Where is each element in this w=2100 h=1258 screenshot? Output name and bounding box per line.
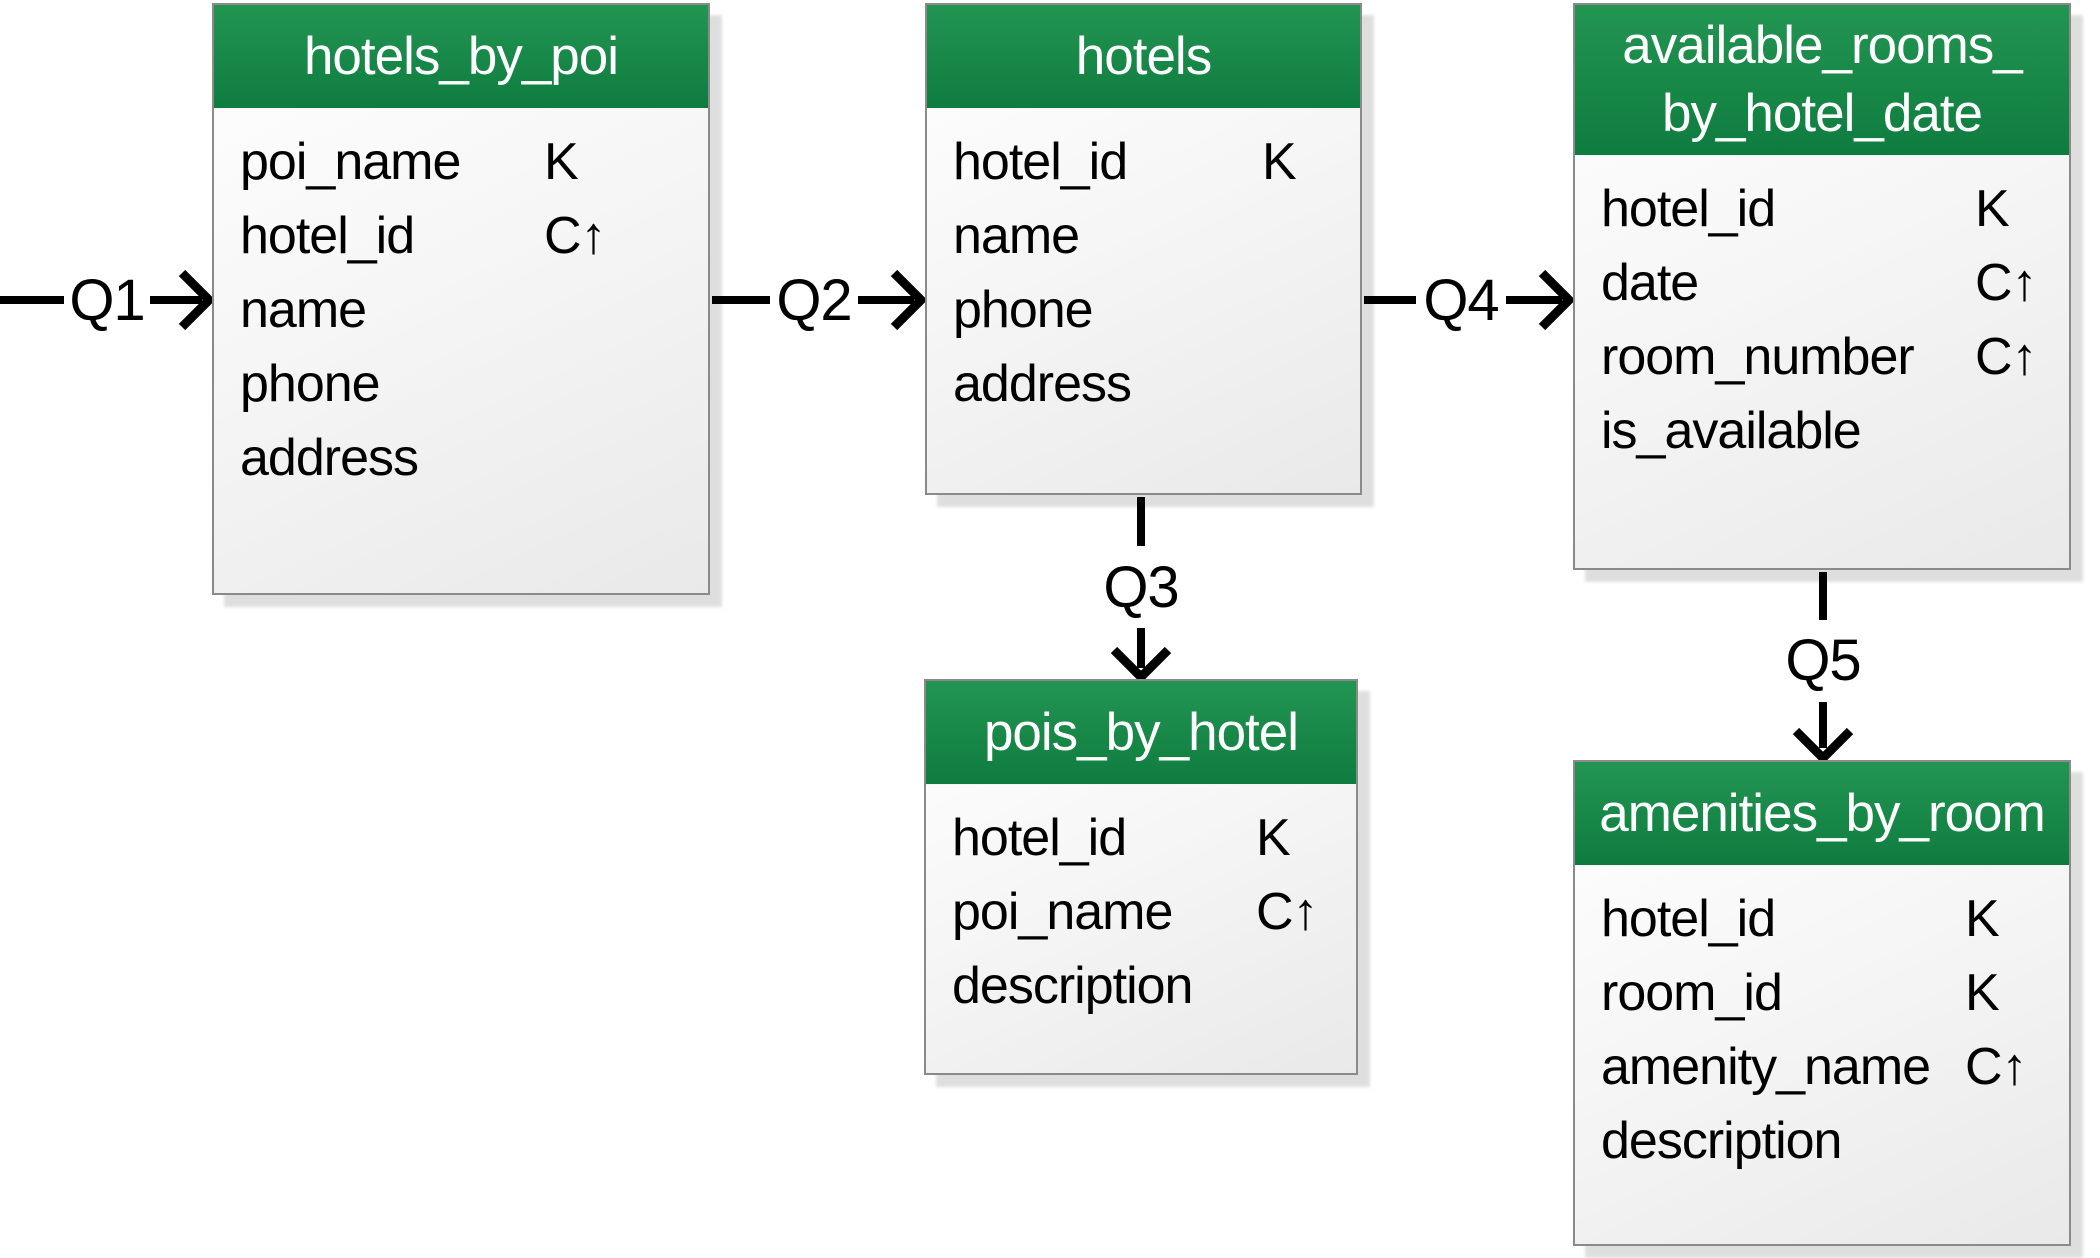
- field-name: name: [953, 207, 1080, 265]
- field-name: poi_name: [240, 133, 461, 191]
- field-name: description: [1601, 1112, 1842, 1170]
- field-key-indicator: C↑: [1965, 1038, 2028, 1096]
- field-row: hotel_id K: [926, 801, 1356, 875]
- field-row: hotel_id K: [1575, 882, 2069, 956]
- field-name: hotel_id: [1601, 180, 1776, 238]
- field-name: hotel_id: [953, 133, 1128, 191]
- field-row: address: [214, 421, 708, 495]
- query-q3-label: Q3: [1103, 555, 1178, 620]
- field-row: name: [927, 199, 1360, 273]
- field-name: hotel_id: [240, 207, 415, 265]
- field-name: address: [240, 429, 419, 487]
- field-name: hotel_id: [1601, 890, 1776, 948]
- field-row: room_number C↑: [1575, 320, 2069, 394]
- field-key-indicator: C↑: [1256, 883, 1319, 941]
- query-q2-label: Q2: [776, 268, 851, 333]
- field-name: hotel_id: [952, 809, 1127, 867]
- arrowhead-right-icon: [1538, 269, 1576, 331]
- query-q2-arrow: Q2: [712, 268, 928, 333]
- field-row: hotel_id K: [1575, 172, 2069, 246]
- field-name: name: [240, 281, 367, 339]
- query-q5-label: Q5: [1785, 628, 1860, 693]
- field-key-indicator: K: [1975, 180, 2010, 238]
- field-row: description: [1575, 1104, 2069, 1178]
- field-name: amenity_name: [1601, 1038, 1931, 1096]
- field-row: phone: [927, 273, 1360, 347]
- query-q5-arrow: Q5: [1785, 572, 1862, 765]
- query-q1-arrow: Q1: [0, 268, 216, 333]
- field-key-indicator: C↑: [1975, 328, 2038, 386]
- table-pois-by-hotel-header: pois_by_hotel: [926, 681, 1356, 785]
- field-row: poi_name C↑: [926, 875, 1356, 949]
- field-key-indicator: K: [1256, 809, 1291, 867]
- arrowhead-right-icon: [178, 269, 216, 331]
- field-key-indicator: K: [544, 133, 579, 191]
- field-key-indicator: C↑: [1975, 254, 2038, 312]
- field-name: date: [1601, 254, 1699, 312]
- field-name: phone: [953, 281, 1094, 339]
- field-name: is_available: [1601, 402, 1862, 460]
- table-amenities-by-room-header: amenities_by_room: [1575, 762, 2069, 866]
- arrowhead-right-icon: [890, 269, 928, 331]
- field-row: address: [927, 347, 1360, 421]
- table-available-rooms-by-hotel-date: available_rooms_ by_hotel_date hotel_id K…: [1573, 3, 2071, 570]
- arrowhead-down-icon: [1110, 646, 1172, 684]
- field-name: poi_name: [952, 883, 1173, 941]
- table-hotels-by-poi-header: hotels_by_poi: [214, 5, 708, 109]
- field-name: address: [953, 355, 1132, 413]
- field-row: phone: [214, 347, 708, 421]
- field-name: phone: [240, 355, 381, 413]
- field-row: hotel_id K: [927, 125, 1360, 199]
- field-row: is_available: [1575, 394, 2069, 468]
- query-q4-label: Q4: [1423, 268, 1498, 333]
- field-name: room_id: [1601, 964, 1783, 1022]
- query-q3-arrow: Q3: [1103, 497, 1180, 684]
- field-row: poi_name K: [214, 125, 708, 199]
- arrowhead-down-icon: [1792, 727, 1854, 765]
- table-hotels-header: hotels: [927, 5, 1360, 109]
- field-key-indicator: K: [1262, 133, 1297, 191]
- query-q4-arrow: Q4: [1364, 268, 1576, 333]
- field-row: amenity_name C↑: [1575, 1030, 2069, 1104]
- field-row: hotel_id C↑: [214, 199, 708, 273]
- field-name: description: [952, 957, 1193, 1015]
- field-key-indicator: K: [1965, 964, 2000, 1022]
- field-row: room_id K: [1575, 956, 2069, 1030]
- field-row: date C↑: [1575, 246, 2069, 320]
- field-key-indicator: C↑: [544, 207, 607, 265]
- query-q1-label: Q1: [69, 268, 144, 333]
- field-name: room_number: [1601, 328, 1915, 386]
- field-row: name: [214, 273, 708, 347]
- table-available-rooms-header: available_rooms_ by_hotel_date: [1575, 5, 2069, 156]
- field-row: description: [926, 949, 1356, 1023]
- field-key-indicator: K: [1965, 890, 2000, 948]
